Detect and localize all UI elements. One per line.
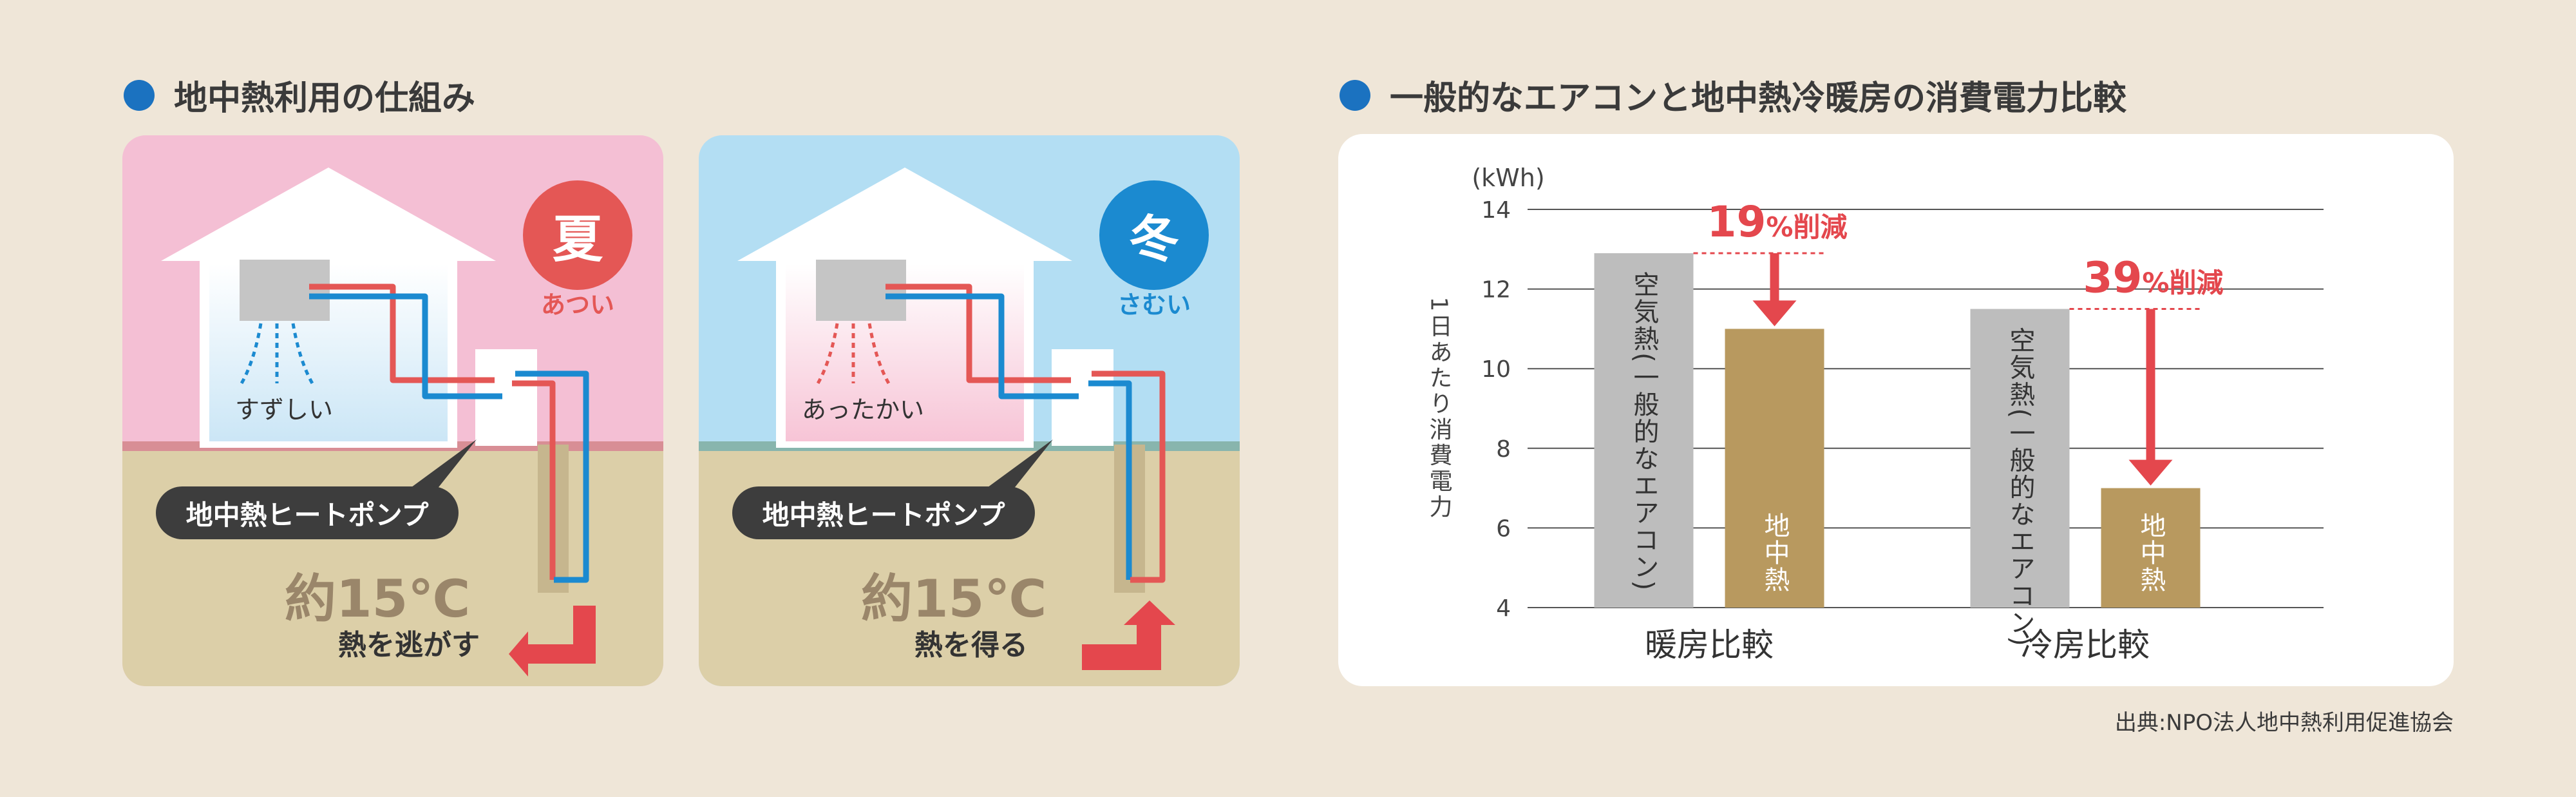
heat-pump-label: 地中熱ヒートポンプ (156, 486, 459, 539)
y-tick-label: 10 (1481, 356, 1511, 383)
y-tick-label: 12 (1481, 277, 1511, 303)
y-tick-label: 4 (1496, 595, 1511, 622)
bar-label: 地中熱 (2136, 512, 2166, 593)
summer-badge: 夏 (523, 180, 632, 290)
chart-card: 4 6 8 10 12 14 (kWh) 1日あたり消費電力 空気熱(一般的なエアコン) 地中熱暖… (1338, 134, 2454, 686)
refrigerant-loop (886, 283, 1166, 583)
winter-flow-diagram (816, 283, 1175, 670)
y-axis-label: 1日あたり消費電力 (1426, 297, 1452, 521)
bullet-dot-icon (124, 79, 155, 111)
category-label: 暖房比較 (1645, 626, 1774, 664)
source-citation: 出典:NPO法人地中熱利用促進協会 (2114, 710, 2454, 736)
reduction-arrow-head (2128, 459, 2173, 486)
warm-air-arrows (816, 323, 891, 385)
bar (1725, 329, 1824, 608)
room-feel-text: すずしい (235, 396, 334, 424)
summer-flow-diagram (240, 283, 596, 677)
indoor-unit (240, 260, 330, 321)
house-roof (737, 168, 1072, 261)
winter-caption: さむい (1117, 291, 1191, 319)
reduction-number: 39 (2083, 253, 2143, 303)
power-comparison-chart: 4 6 8 10 12 14 (kWh) 1日あたり消費電力 空気熱(一般的なエアコン) 地中熱暖… (1426, 164, 2324, 664)
summer-caption: あつい (540, 291, 614, 319)
mechanism-heading: 地中熱利用の仕組み (124, 71, 475, 119)
ground-temp: 約15℃ (861, 569, 1047, 629)
house-roof (161, 168, 496, 261)
winter-badge: 冬 (1099, 180, 1209, 290)
y-tick-label: 6 (1496, 515, 1511, 542)
reduction-suffix: %削減 (2142, 267, 2223, 299)
reduction-label: 39%削減 (2083, 253, 2224, 303)
y-tick-label: 8 (1496, 436, 1511, 463)
callout-pointer (399, 439, 477, 496)
heat-gain-arrow-icon (1082, 600, 1175, 670)
callout-pointer (976, 439, 1053, 496)
comparison-heading: 一般的なエアコンと地中熱冷暖房の消費電力比較 (1340, 71, 2126, 119)
ground-temp: 約15℃ (285, 569, 471, 629)
y-tick-label: 14 (1481, 197, 1511, 224)
effect-text: 熱を逃がす (338, 629, 480, 662)
bar (1970, 309, 2070, 608)
cool-air-arrows (240, 323, 314, 385)
bar (1594, 253, 1694, 608)
bullet-dot-icon (1340, 79, 1370, 111)
heat-release-arrow-icon (509, 606, 596, 677)
bar (2101, 488, 2201, 608)
heat-pump-label: 地中熱ヒートポンプ (732, 486, 1035, 539)
room-feel-text: あったかい (802, 396, 925, 424)
y-unit-label: (kWh) (1472, 164, 1544, 192)
summer-panel: 夏 あつい すずしい 地中熱ヒートポンプ 約15℃ 熱を逃がす (122, 135, 663, 686)
category-label: 冷房比較 (2021, 626, 2150, 664)
bar-label: 空気熱(一般的なエアコン) (1629, 271, 1659, 591)
indoor-unit (816, 260, 906, 321)
mechanism-heading-text: 地中熱利用の仕組み (174, 79, 476, 118)
reduction-suffix: %削減 (1766, 211, 1847, 243)
reduction-number: 19 (1707, 197, 1766, 247)
refrigerant-loop (309, 283, 589, 583)
comparison-heading-text: 一般的なエアコンと地中熱冷暖房の消費電力比較 (1390, 79, 2127, 118)
bar-label: 空気熱(一般的なエアコン) (2005, 327, 2035, 648)
reduction-arrow-head (1752, 300, 1797, 327)
reduction-label: 19%削減 (1707, 197, 1848, 247)
bar-label: 地中熱 (1760, 512, 1790, 593)
winter-panel: 冬 さむい あったかい 地中熱ヒートポンプ 約15℃ 熱を得る (699, 135, 1240, 686)
effect-text: 熱を得る (914, 629, 1028, 662)
